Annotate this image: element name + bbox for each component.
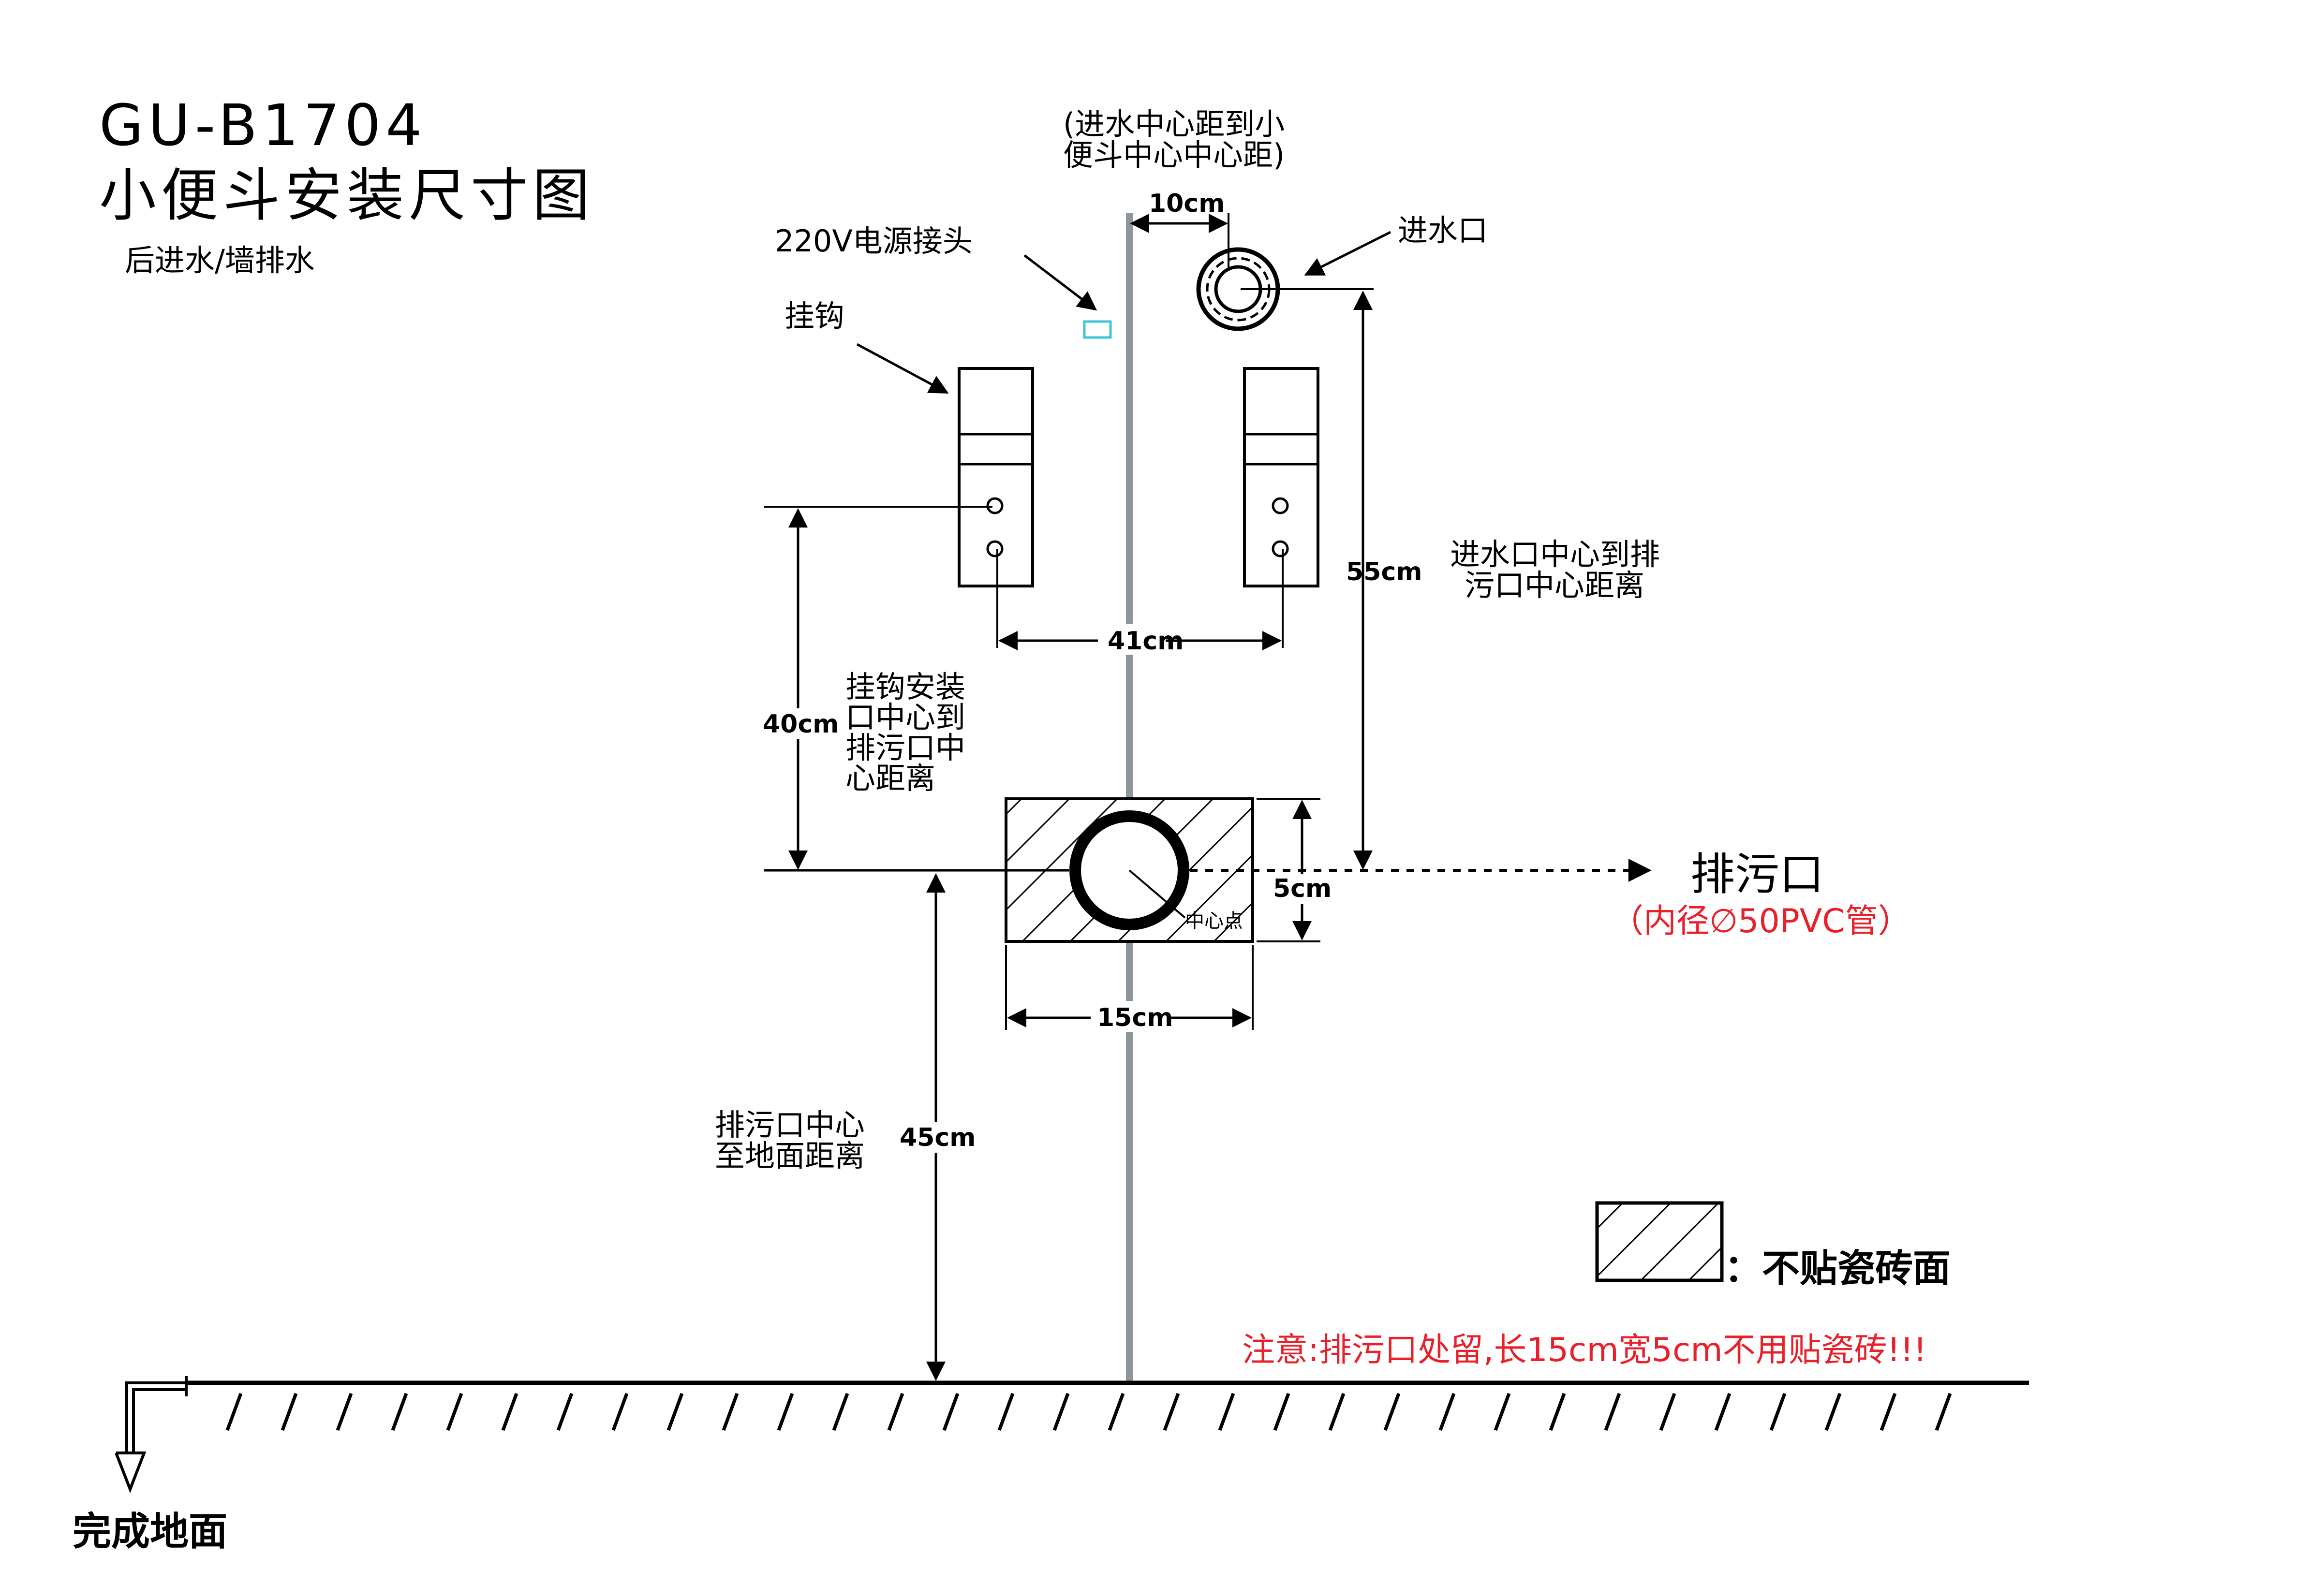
warning-note: 注意:排污口处留,长15cm宽5cm不用贴瓷砖!!!	[1242, 1331, 1926, 1369]
floor-hatch-stroke	[501, 1393, 518, 1431]
floor-hatch-stroke	[556, 1393, 574, 1431]
floor-hatch-stroke	[666, 1393, 684, 1431]
floor-hatch-stroke	[722, 1393, 739, 1431]
power-connector-label: 220V电源接头	[775, 223, 973, 259]
floor-hatch-stroke	[1604, 1393, 1621, 1431]
hook-to-outlet-desc-line4: 心距离	[845, 761, 935, 796]
drain-outlet-label: 排污口	[1690, 849, 1824, 900]
floor-hatch-stroke	[1218, 1393, 1235, 1431]
floor-hatch-stroke	[1549, 1393, 1566, 1431]
hook-leader	[856, 343, 949, 394]
floor-hatch-stroke	[832, 1393, 849, 1431]
floor-hatch-stroke	[1880, 1393, 1897, 1431]
model-number: GU-B1704	[99, 92, 427, 159]
floor-hatch-stroke	[1383, 1393, 1401, 1431]
drawing-subtitle: 后进水/墙排水	[125, 243, 315, 278]
inlet-offset-dimension: 10cm	[1149, 189, 1225, 218]
outlet-to-floor-label-bg	[895, 1122, 978, 1153]
opening-height-label-bg	[1271, 874, 1334, 904]
right-hook-bracket	[1243, 367, 1319, 587]
floor-hatch-stroke	[997, 1393, 1015, 1431]
hook-label: 挂钩	[785, 298, 844, 334]
opening-width-dimension: 15cm	[1097, 1003, 1173, 1032]
floor-hatch-stroke	[777, 1393, 794, 1431]
power-connector-leader	[1023, 254, 1097, 311]
floor-hatch-stroke	[1714, 1393, 1732, 1431]
inlet-to-outlet-desc-line2: 污口中心距离	[1465, 568, 1644, 603]
hook-spacing-label-bg	[1098, 624, 1166, 655]
floor-hatch-stroke	[446, 1393, 463, 1431]
inlet-offset-desc-line2: 便斗中心中心距)	[1063, 137, 1285, 173]
hook-to-outlet-dimension: 40cm	[763, 710, 839, 739]
floor-hatch-stroke	[1494, 1393, 1511, 1431]
hook-spacing-dimension: 41cm	[1108, 627, 1184, 656]
left-hook-bracket	[958, 367, 1034, 587]
floor-indicator-arrow-icon	[115, 1376, 188, 1494]
inlet-offset-desc-line1: (进水中心距到小	[1063, 106, 1285, 142]
outlet-to-floor-desc-line1: 排污口中心	[715, 1107, 865, 1143]
floor-hatch-stroke	[1163, 1393, 1180, 1431]
hook-to-outlet-label-bg	[760, 708, 833, 739]
center-point-label: 中心点	[1185, 910, 1243, 932]
floor-hatch-stroke	[942, 1393, 960, 1431]
floor-hatch-stroke	[1438, 1393, 1456, 1431]
legend-hatch-swatch	[1595, 1201, 1724, 1282]
finished-floor-label: 完成地面	[73, 1509, 227, 1554]
floor-hatch-stroke	[391, 1393, 408, 1431]
floor-hatch-stroke	[1108, 1393, 1125, 1431]
center-point-leader	[1128, 869, 1186, 919]
floor-hatch-stroke	[225, 1393, 243, 1431]
legend-label: ：不贴瓷砖面	[1724, 1247, 1951, 1290]
inlet-to-outlet-dimension: 55cm	[1346, 557, 1422, 587]
outlet-to-floor-desc-line2: 至地面距离	[715, 1138, 865, 1173]
water-inlet-label: 进水口	[1398, 213, 1488, 248]
floor-hatch-stroke	[1328, 1393, 1346, 1431]
outlet-to-floor-dimension: 45cm	[900, 1123, 976, 1152]
floor-hatch-stroke	[1769, 1393, 1787, 1431]
floor-hatch-stroke	[1824, 1393, 1842, 1431]
floor-hatch-stroke	[336, 1393, 353, 1431]
floor-hatch-stroke	[1273, 1393, 1290, 1431]
power-connector-box	[1083, 320, 1112, 339]
drawing-title: 小便斗安装尺寸图	[99, 162, 594, 229]
floor-hatch-stroke	[1935, 1393, 1952, 1431]
floor-hatching	[225, 1393, 1952, 1431]
water-inlet-leader	[1304, 231, 1391, 276]
hook-to-outlet-desc-line2: 口中心到	[845, 700, 965, 735]
floor-hatch-stroke	[1052, 1393, 1070, 1431]
hook-to-outlet-desc-line3: 排污口中	[845, 730, 965, 765]
opening-height-dimension: 5cm	[1273, 874, 1332, 903]
inlet-to-outlet-desc-line1: 进水口中心到排	[1450, 537, 1660, 572]
hook-to-outlet-desc-line1: 挂钩安装	[845, 669, 965, 704]
floor-hatch-stroke	[611, 1393, 629, 1431]
floor-hatch-stroke	[1659, 1393, 1676, 1431]
opening-width-label-bg	[1091, 1001, 1168, 1032]
floor-hatch-stroke	[887, 1393, 904, 1431]
drain-outlet-spec: （内径∅50PVC管）	[1611, 902, 1911, 940]
floor-hatch-stroke	[281, 1393, 298, 1431]
